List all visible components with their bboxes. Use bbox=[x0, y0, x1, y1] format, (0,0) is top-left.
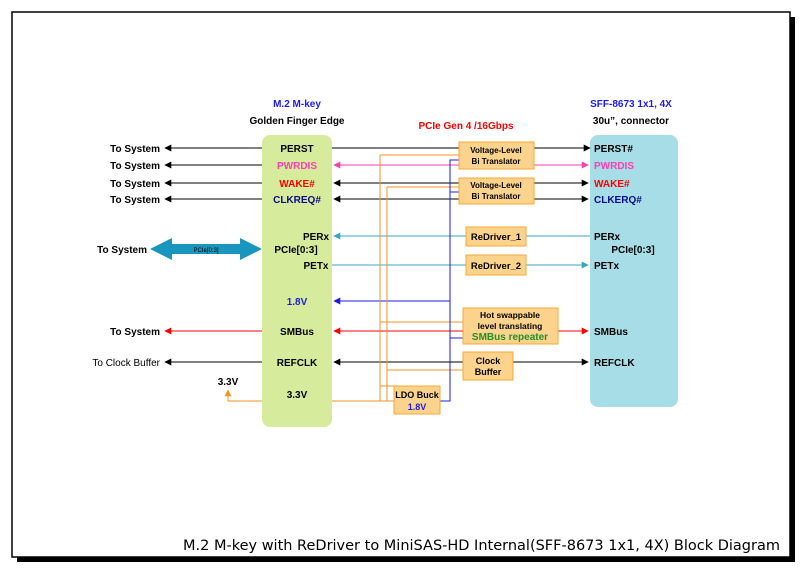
pcie-gen-label: PCIe Gen 4 /16Gbps bbox=[418, 121, 513, 132]
smbus-repeater-line2: level translating bbox=[478, 321, 543, 331]
sff-title: SFF-8673 1x1, 4X bbox=[590, 99, 672, 110]
sff-pin-refclk: REFCLK bbox=[594, 358, 635, 369]
v33-left-line bbox=[224, 389, 262, 402]
redriver-1-label: ReDriver_1 bbox=[471, 232, 522, 243]
blue-ldo-path bbox=[440, 159, 459, 402]
left-label-perst: To System bbox=[110, 144, 160, 155]
mkey-pin-v33: 3.3V bbox=[287, 390, 308, 401]
mkey-pin-refclk: REFCLK bbox=[277, 358, 318, 369]
left-label-v33: 3.3V bbox=[218, 377, 239, 388]
ldo-buck-line2: 1.8V bbox=[408, 402, 427, 412]
sff-subtitle: 30u”, connector bbox=[593, 116, 669, 127]
smbus-repeater-box bbox=[462, 307, 559, 345]
left-label-smbus: To System bbox=[110, 327, 160, 338]
left-label-bus: To System bbox=[97, 245, 147, 256]
mkey-box bbox=[262, 135, 332, 427]
sff-pin-perst: PERST# bbox=[594, 144, 633, 155]
redriver-1-box bbox=[465, 226, 527, 247]
left-label-pwrdis: To System bbox=[110, 161, 160, 172]
mkey-subtitle: Golden Finger Edge bbox=[249, 116, 344, 127]
pcie-bus-arrow bbox=[150, 238, 262, 260]
mkey-pin-smbus: SMBus bbox=[280, 327, 314, 338]
sff-pin-wake: WAKE# bbox=[594, 179, 630, 190]
sff-pin-perx: PERx bbox=[594, 232, 621, 243]
translator-1-box bbox=[458, 141, 535, 170]
clock-buffer-box bbox=[462, 351, 514, 381]
left-label-refclk: To Clock Buffer bbox=[92, 358, 160, 369]
smbus-repeater-line3: SMBus repeater bbox=[472, 332, 548, 343]
mkey-pin-v18: 1.8V bbox=[287, 297, 308, 308]
ldo-buck-box bbox=[393, 385, 441, 415]
clock-buffer-line1: Clock bbox=[476, 356, 502, 366]
mkey-pin-clkreq: CLKREQ# bbox=[273, 195, 321, 206]
sff-subtitle-text: 30u”, connector bbox=[593, 116, 669, 127]
mkey-title: M.2 M-key bbox=[273, 99, 321, 110]
sff-pin-petx: PETx bbox=[594, 261, 619, 272]
sff-pin-smbus: SMBus bbox=[594, 327, 628, 338]
mkey-pin-perx: PERx bbox=[303, 232, 330, 243]
clock-buffer-line2: Buffer bbox=[475, 367, 502, 377]
mkey-pin-petx: PETx bbox=[303, 261, 328, 272]
left-label-wake: To System bbox=[110, 179, 160, 190]
translator-1-line1: Voltage-Level bbox=[470, 146, 521, 155]
sff-box bbox=[590, 135, 678, 407]
smbus-repeater-line1: Hot swappable bbox=[480, 310, 540, 320]
sff-pin-pcie: PCIe[0:3] bbox=[611, 245, 654, 256]
mkey-pin-wake: WAKE# bbox=[279, 179, 315, 190]
ldo-buck-line1: LDO Buck bbox=[395, 390, 440, 400]
redriver-2-label: ReDriver_2 bbox=[471, 261, 521, 272]
left-label-clkreq: To System bbox=[110, 195, 160, 206]
translator-2-box bbox=[458, 177, 535, 205]
mkey-pin-perst: PERST bbox=[280, 144, 313, 155]
diagram-title: M.2 M-key with ReDriver to MiniSAS-HD In… bbox=[183, 538, 780, 554]
mkey-pin-pcie: PCIe[0:3] bbox=[274, 245, 317, 256]
sff-pin-clkreq: CLKERQ# bbox=[594, 195, 642, 206]
mkey-pin-pwrdis: PWRDIS bbox=[277, 161, 317, 172]
translator-1-line2: Bi Translator bbox=[472, 157, 521, 166]
translator-2-line1: Voltage-Level bbox=[470, 181, 521, 190]
bus-arrow-text: PCIe[0:3] bbox=[193, 248, 218, 254]
redriver-2-box bbox=[465, 254, 527, 276]
sff-pin-pwrdis: PWRDIS bbox=[594, 161, 634, 172]
translator-2-line2: Bi Translator bbox=[472, 192, 521, 201]
